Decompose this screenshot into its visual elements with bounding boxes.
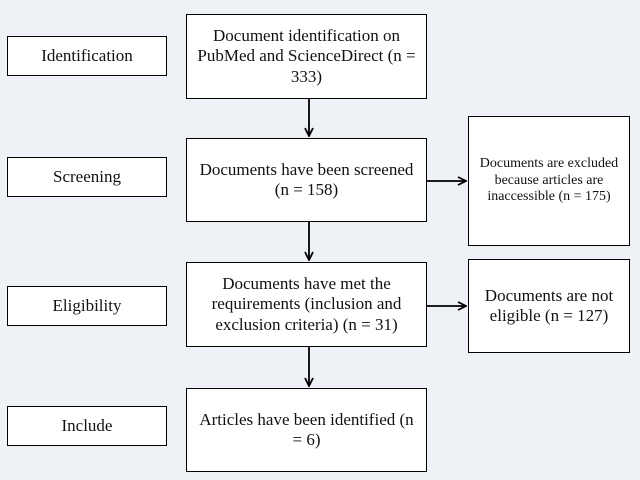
node-eligible-text: Documents have met the requirements (inc… xyxy=(211,273,402,334)
stage-screening: Screening xyxy=(7,157,167,197)
stage-include: Include xyxy=(7,406,167,446)
node-included: Articles have been identified (n = 6) xyxy=(186,388,427,472)
node-excluded-text: Documents are excluded because articles … xyxy=(479,155,619,205)
node-included-text: Articles have been identified (n = 6) xyxy=(199,409,414,449)
stage-eligibility: Eligibility xyxy=(7,286,167,326)
node-screened-text: Documents have been screened (n = 158) xyxy=(199,159,414,199)
node-identified: Document identification on PubMed and Sc… xyxy=(186,14,427,99)
node-eligible: Documents have met the requirements (inc… xyxy=(186,262,427,347)
node-identified-text: Document identification on PubMed and Sc… xyxy=(197,25,416,86)
node-screened: Documents have been screened (n = 158) xyxy=(186,138,427,222)
stage-eligibility-label: Eligibility xyxy=(52,295,122,315)
node-not-eligible-text: Documents are not eligible (n = 127) xyxy=(484,285,614,325)
node-not-eligible: Documents are not eligible (n = 127) xyxy=(468,259,630,353)
stage-identification: Identification xyxy=(7,36,167,76)
stage-screening-label: Screening xyxy=(53,166,121,186)
stage-include-label: Include xyxy=(61,415,113,435)
stage-identification-label: Identification xyxy=(41,45,133,65)
node-excluded: Documents are excluded because articles … xyxy=(468,116,630,246)
